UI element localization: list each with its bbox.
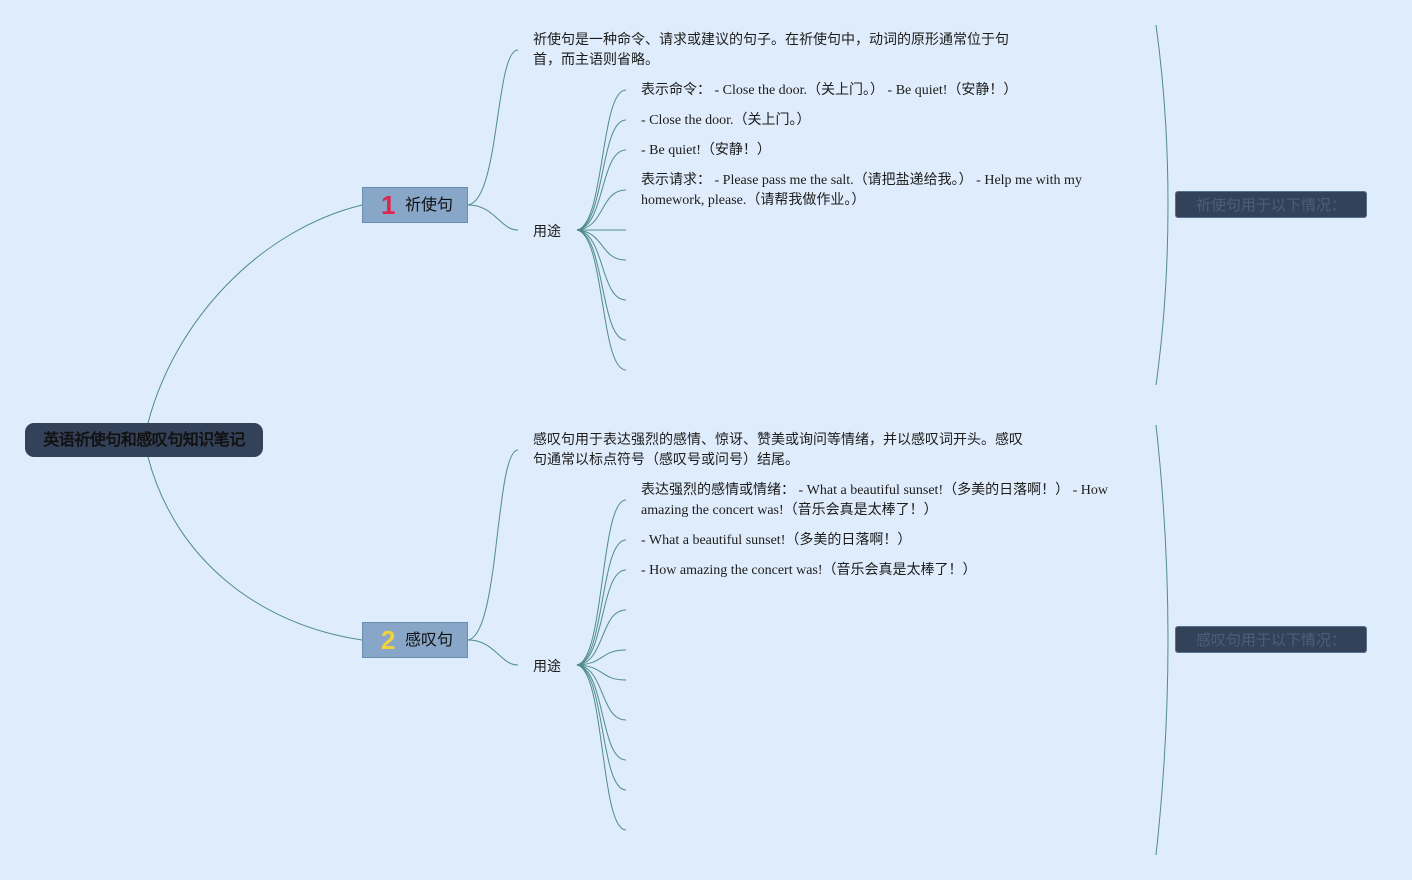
connector-b2-definition bbox=[467, 449, 519, 641]
connector-b1-definition bbox=[467, 49, 519, 206]
connector-b2-usage bbox=[467, 639, 519, 666]
branch-exclamatory[interactable]: 2 感叹句 bbox=[362, 622, 468, 658]
connector-b1-usage bbox=[467, 204, 519, 231]
branch-label: 感叹句 bbox=[405, 630, 454, 649]
branch-imperative[interactable]: 1 祈使句 bbox=[362, 187, 468, 223]
connector-root-branch1 bbox=[147, 204, 363, 424]
branch-label: 祈使句 bbox=[405, 195, 454, 214]
usage-label-imperative[interactable]: 用途 bbox=[533, 224, 561, 240]
usage-label-exclamatory[interactable]: 用途 bbox=[533, 659, 561, 675]
connector-root-branch2 bbox=[147, 456, 363, 641]
definition-exclamatory[interactable]: 感叹句用于表达强烈的感情、惊讶、赞美或询问等情绪，并以感叹词开头。感叹句通常以标… bbox=[533, 433, 1023, 468]
usage-item[interactable]: 表示命令： - Close the door.（关上门。） - Be quiet… bbox=[641, 83, 1018, 98]
summary-bracket-1 bbox=[1155, 24, 1169, 386]
definition-imperative[interactable]: 祈使句是一种命令、请求或建议的句子。在祈使句中，动词的原形通常位于句首，而主语则… bbox=[533, 33, 1009, 68]
usage1-fan bbox=[576, 89, 627, 371]
summary-bracket-2 bbox=[1155, 424, 1169, 856]
usage-item[interactable]: - Close the door.（关上门。） bbox=[641, 113, 811, 128]
usage-item[interactable]: 表示请求： - Please pass me the salt.（请把盐递给我。… bbox=[641, 173, 1082, 208]
usage-item[interactable]: 表达强烈的感情或情绪： - What a beautiful sunset!（多… bbox=[641, 483, 1108, 518]
root-topic[interactable]: 英语祈使句和感叹句知识笔记 bbox=[25, 423, 263, 457]
summary-exclamatory[interactable]: 感叹句用于以下情况： bbox=[1175, 626, 1367, 653]
usage-item[interactable]: - What a beautiful sunset!（多美的日落啊！） bbox=[641, 533, 912, 548]
summary-imperative[interactable]: 祈使句用于以下情况： bbox=[1175, 191, 1367, 218]
usage-item[interactable]: - Be quiet!（安静！） bbox=[641, 143, 771, 158]
usage-item[interactable]: - How amazing the concert was!（音乐会真是太棒了！… bbox=[641, 563, 977, 578]
number-badge-1: 1 bbox=[381, 190, 396, 220]
number-badge-2: 2 bbox=[381, 625, 396, 655]
usage2-fan bbox=[576, 499, 627, 831]
